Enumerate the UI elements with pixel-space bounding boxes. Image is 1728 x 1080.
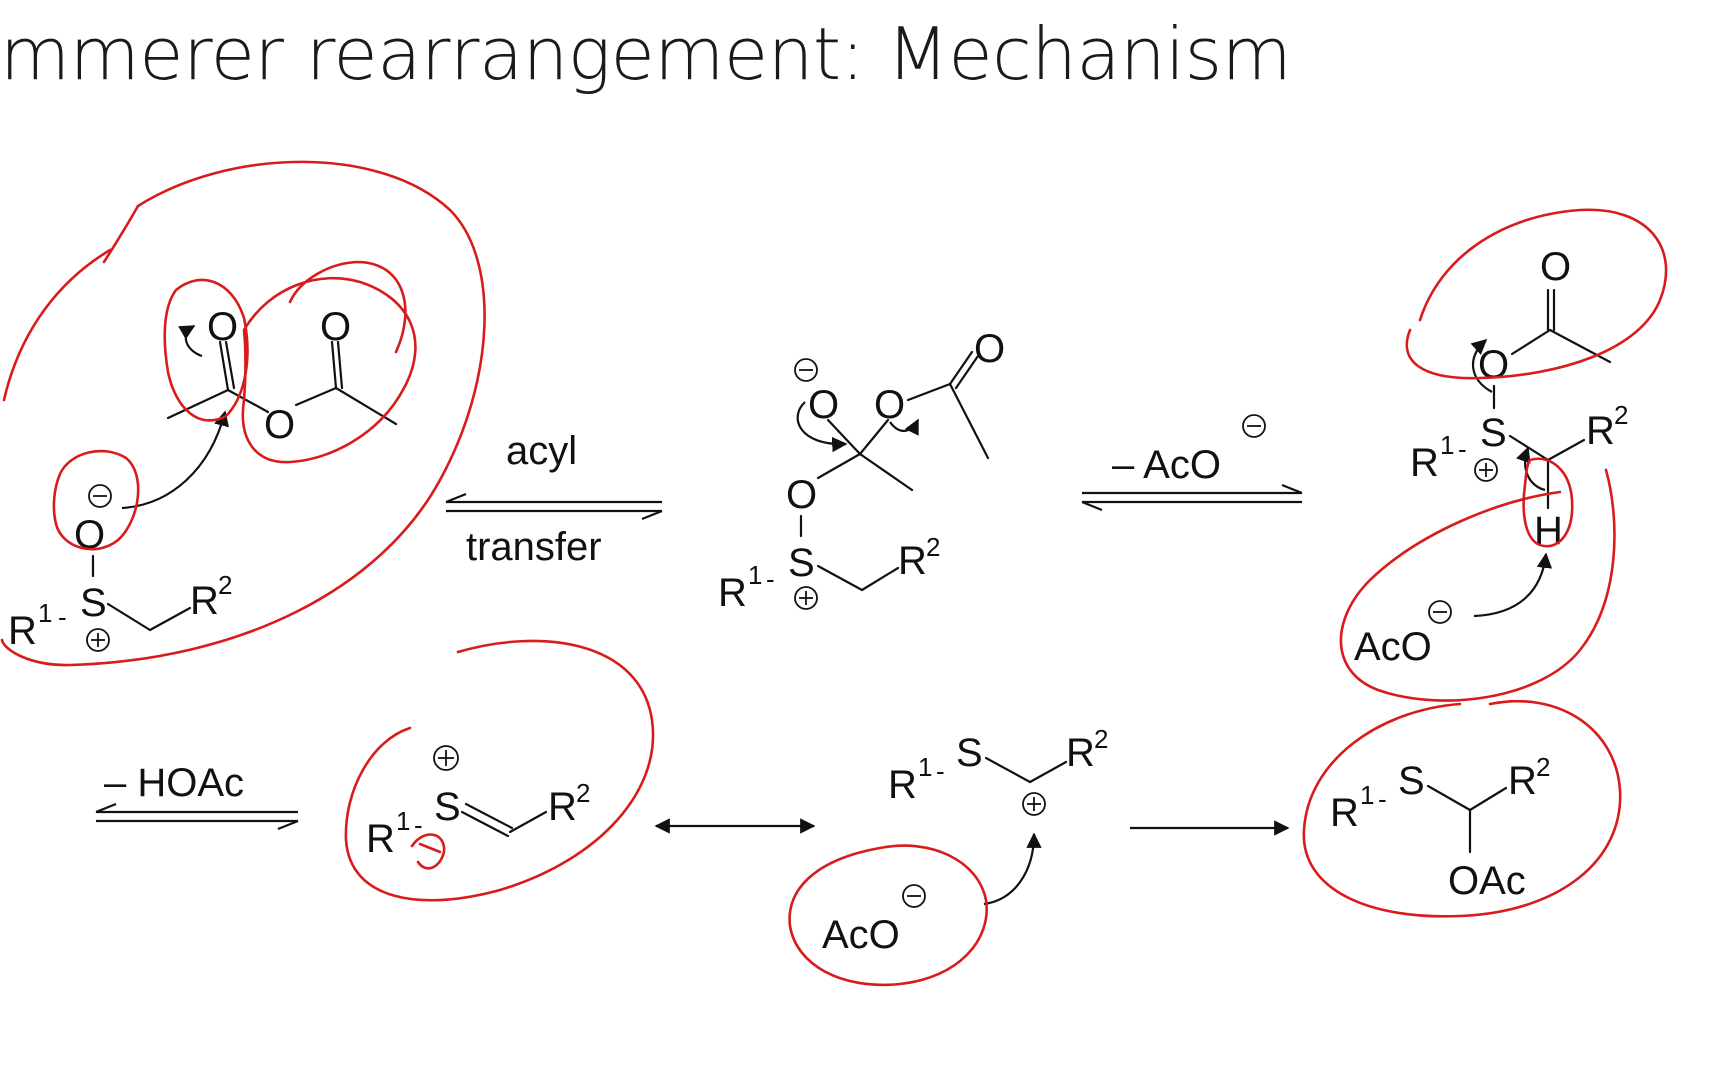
molecule-thionium: S R 1 - R 2: [366, 745, 590, 861]
atom-o-ester: O: [874, 383, 905, 427]
negative-charge-icon: [902, 884, 926, 908]
atom-o-carbonyl-4: O: [1540, 245, 1571, 289]
dash-r1-2: -: [766, 564, 775, 594]
atom-o-carbonyl-2: O: [320, 305, 351, 349]
equilibrium-arrow-acyl-transfer: acyl transfer: [445, 429, 663, 569]
sup-r2-6: 2: [1536, 752, 1550, 782]
atom-aco-nucleophile: AcO: [822, 913, 900, 957]
atom-s-4: S: [434, 785, 461, 829]
red-ink-annotations: [0, 160, 1668, 987]
positive-charge-icon: [86, 628, 110, 652]
sup-r2-4: 2: [576, 778, 590, 808]
atom-o-bridge: O: [264, 403, 295, 447]
dash-r1-4: -: [414, 810, 423, 840]
atom-r2-4: R: [548, 785, 577, 829]
atom-oac: OAc: [1448, 859, 1526, 903]
atom-r2-5: R: [1066, 731, 1095, 775]
sup-r1-2: 1: [748, 560, 762, 590]
label-acyl: acyl: [506, 429, 577, 473]
sup-r2: 2: [218, 570, 232, 600]
dash-r1-6: -: [1378, 784, 1387, 814]
molecule-product: S R 1 - R 2 OAc: [1330, 752, 1550, 903]
equilibrium-arrow-lose-acetate: – AcO: [1081, 414, 1303, 512]
atom-o-alkoxide: O: [808, 383, 839, 427]
negative-charge-icon: [1428, 600, 1452, 624]
sup-r1-3: 1: [1440, 430, 1454, 460]
atom-r1-3: R: [1410, 441, 1439, 485]
sup-r1-5: 1: [918, 752, 932, 782]
atom-s-2: S: [788, 541, 815, 585]
atom-s-3: S: [1480, 411, 1507, 455]
atom-s-1: S: [80, 581, 107, 625]
atom-o-ester-4: O: [1478, 343, 1509, 387]
atom-r2-6: R: [1508, 759, 1537, 803]
atom-o-sulfonium-2: O: [786, 473, 817, 517]
sup-r2-2: 2: [926, 532, 940, 562]
atom-r1: R: [8, 609, 37, 653]
atom-s-6: S: [1398, 759, 1425, 803]
positive-charge-icon: [1022, 792, 1046, 816]
atom-r1-2: R: [718, 571, 747, 615]
equilibrium-arrow-lose-hoac: – HOAc: [95, 761, 299, 831]
label-minus-hoac: – HOAc: [104, 761, 244, 805]
dash-r1: -: [58, 602, 67, 632]
molecule-sulfoxide-anhydride: O O O O S R 1 - R 2: [8, 305, 398, 653]
atom-o-carbonyl-1: O: [207, 305, 238, 349]
atom-r2-2: R: [898, 539, 927, 583]
slide-title: mmerer rearrangement: Mechanism: [0, 12, 1292, 96]
dash-r1-3: -: [1458, 434, 1467, 464]
sup-r1: 1: [38, 598, 52, 628]
atom-r2-3: R: [1586, 409, 1615, 453]
sup-r2-3: 2: [1614, 400, 1628, 430]
atom-aco-base: AcO: [1354, 625, 1432, 669]
negative-charge-icon: [88, 484, 112, 508]
sup-r1-6: 1: [1360, 780, 1374, 810]
molecule-carbocation: S R 1 - R 2 AcO: [822, 724, 1108, 957]
dash-r1-5: -: [936, 756, 945, 786]
atom-r1-5: R: [888, 763, 917, 807]
label-minus-aco: – AcO: [1112, 443, 1221, 487]
negative-charge-icon: [1242, 414, 1266, 438]
atom-r1-4: R: [366, 817, 395, 861]
label-transfer: transfer: [466, 525, 602, 569]
atom-s-5: S: [956, 731, 983, 775]
negative-charge-icon: [794, 358, 818, 382]
positive-charge-icon: [794, 586, 818, 610]
atom-r1-6: R: [1330, 791, 1359, 835]
atom-o-carbonyl-3: O: [974, 327, 1005, 371]
sup-r2-5: 2: [1094, 724, 1108, 754]
sup-r1-4: 1: [396, 806, 410, 836]
positive-charge-icon: [1474, 458, 1498, 482]
molecule-tetrahedral-intermediate: O O O O S R 1 - R 2: [718, 327, 1005, 615]
molecule-acyloxysulfonium: O O S H R 1 - R 2 AcO: [1354, 245, 1628, 669]
positive-charge-icon: [433, 745, 459, 771]
atom-r2: R: [190, 579, 219, 623]
